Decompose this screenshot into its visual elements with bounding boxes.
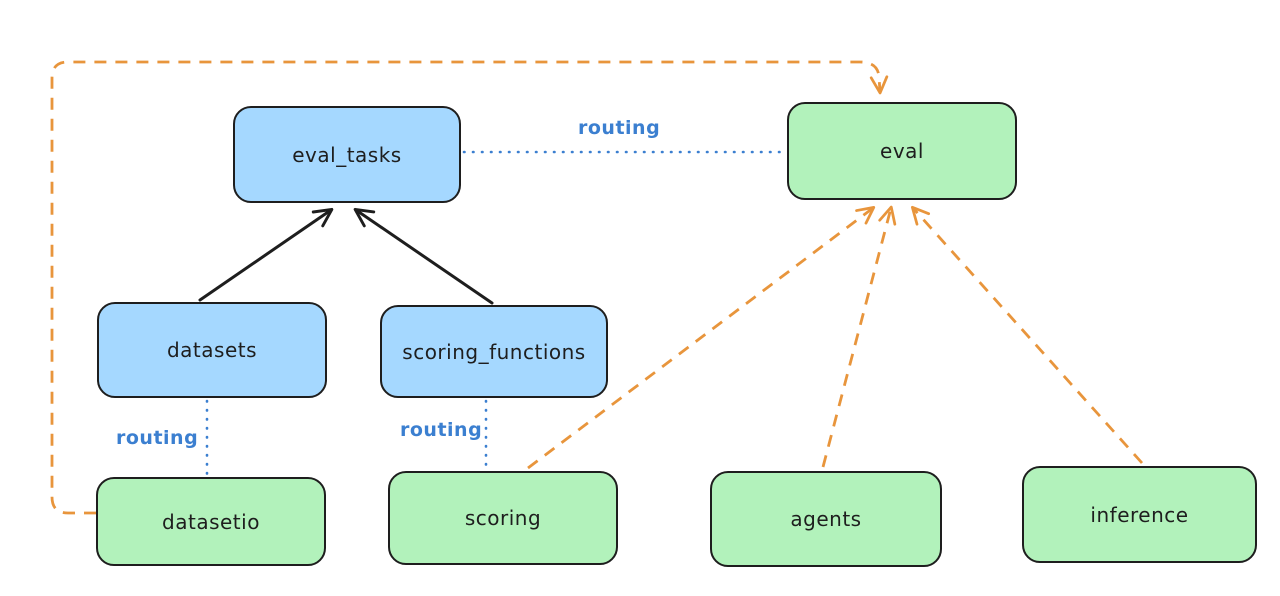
node-scoring-functions-label: scoring_functions — [402, 339, 586, 364]
node-datasetio-label: datasetio — [162, 509, 260, 534]
edge-scoring-to-eval-dashed-arrow — [527, 206, 876, 470]
node-scoring-functions: scoring_functions — [380, 305, 608, 398]
node-scoring-label: scoring — [464, 506, 542, 530]
node-datasets: datasets — [97, 302, 327, 398]
node-inference-label: inference — [1090, 502, 1189, 527]
node-eval-label: eval — [880, 139, 924, 163]
edge-label-evaltasks-eval-routing: routing — [578, 117, 661, 139]
edge-label-datasets-datasetio-routing: routing — [116, 427, 199, 449]
node-datasetio: datasetio — [96, 477, 326, 566]
edge-inference-to-eval-dashed-arrow — [910, 205, 1144, 464]
edge-label-scoringfunctions-scoring-routing: routing — [400, 419, 483, 441]
node-scoring: scoring — [388, 471, 618, 565]
node-agents: agents — [710, 471, 942, 567]
edge-agents-to-eval-dashed-arrow — [821, 205, 897, 468]
node-eval-tasks: eval_tasks — [233, 106, 461, 203]
node-eval: eval — [787, 102, 1017, 200]
node-datasets-label: datasets — [166, 338, 258, 362]
edge-datasetio-to-eval-dashed-arrow — [50, 60, 889, 515]
node-inference: inference — [1022, 466, 1257, 563]
edge-datasets-to-evaltasks-arrow — [198, 207, 334, 302]
node-eval-tasks-label: eval_tasks — [292, 142, 402, 167]
edge-scoringfunctions-to-evaltasks-arrow — [353, 207, 494, 305]
node-agents-label: agents — [790, 507, 862, 531]
